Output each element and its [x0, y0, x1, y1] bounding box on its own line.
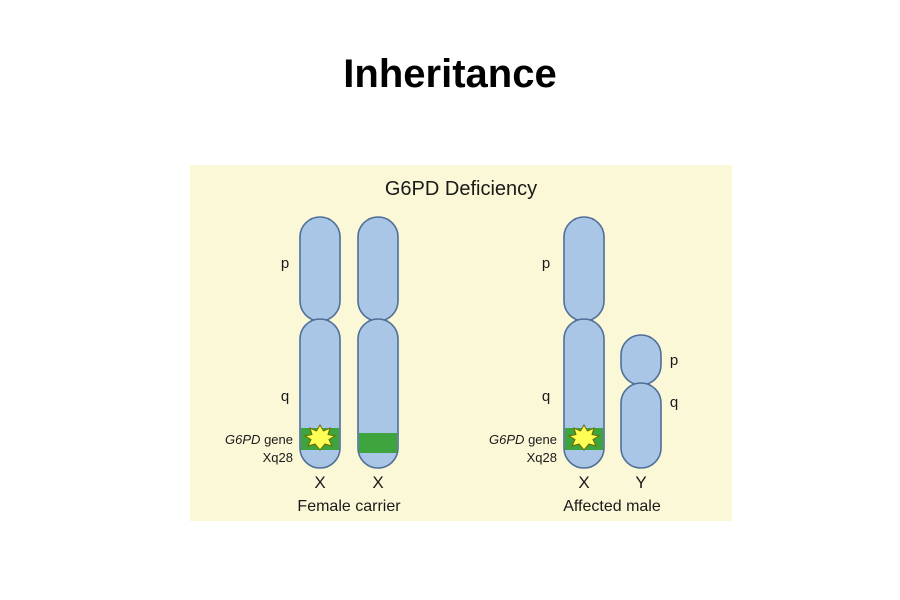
- male-caption: Affected male: [563, 498, 661, 515]
- male-x-chromosome: [563, 216, 605, 469]
- female-x1-chromosome: [299, 216, 341, 469]
- male-x-label: X: [578, 473, 589, 492]
- mutation-burst-icon: [567, 424, 601, 451]
- female-x1-p-arm: [299, 216, 341, 322]
- male-x-p-arm: [563, 216, 605, 322]
- male-p-arm-label: p: [542, 255, 550, 272]
- mutation-burst-icon: [303, 424, 337, 451]
- female-caption: Female carrier: [297, 498, 401, 515]
- male-y-q-arm: [620, 382, 662, 469]
- y-p-arm-label: p: [670, 352, 678, 369]
- male-gene-label: G6PD gene: [489, 432, 557, 447]
- female-x2-chromosome: [357, 216, 399, 469]
- female-x2-label: X: [372, 473, 383, 492]
- slide-title: Inheritance: [343, 52, 557, 96]
- female-p-arm-label: p: [281, 255, 289, 272]
- male-y-p-arm: [620, 334, 662, 386]
- female-gene-word: gene: [260, 432, 293, 447]
- female-q-arm-label: q: [281, 388, 289, 405]
- male-gene-name: G6PD: [489, 432, 524, 447]
- female-x2-gene-band: [359, 433, 397, 453]
- male-locus-label: Xq28: [527, 450, 557, 465]
- male-gene-word: gene: [524, 432, 557, 447]
- female-gene-label: G6PD gene: [225, 432, 293, 447]
- diagram-canvas: G6PD Deficiency p q G6PD gene Xq28 X X F…: [190, 165, 732, 521]
- female-x2-p-arm: [357, 216, 399, 322]
- female-x2-q-arm: [357, 318, 399, 469]
- g6pd-diagram: G6PD Deficiency p q G6PD gene Xq28 X X F…: [190, 165, 732, 521]
- male-q-arm-label: q: [542, 388, 550, 405]
- male-y-label: Y: [635, 473, 646, 492]
- male-y-chromosome: [620, 334, 662, 469]
- diagram-title: G6PD Deficiency: [385, 178, 537, 200]
- female-x1-label: X: [314, 473, 325, 492]
- female-gene-name: G6PD: [225, 432, 260, 447]
- female-locus-label: Xq28: [263, 450, 293, 465]
- y-q-arm-label: q: [670, 394, 678, 411]
